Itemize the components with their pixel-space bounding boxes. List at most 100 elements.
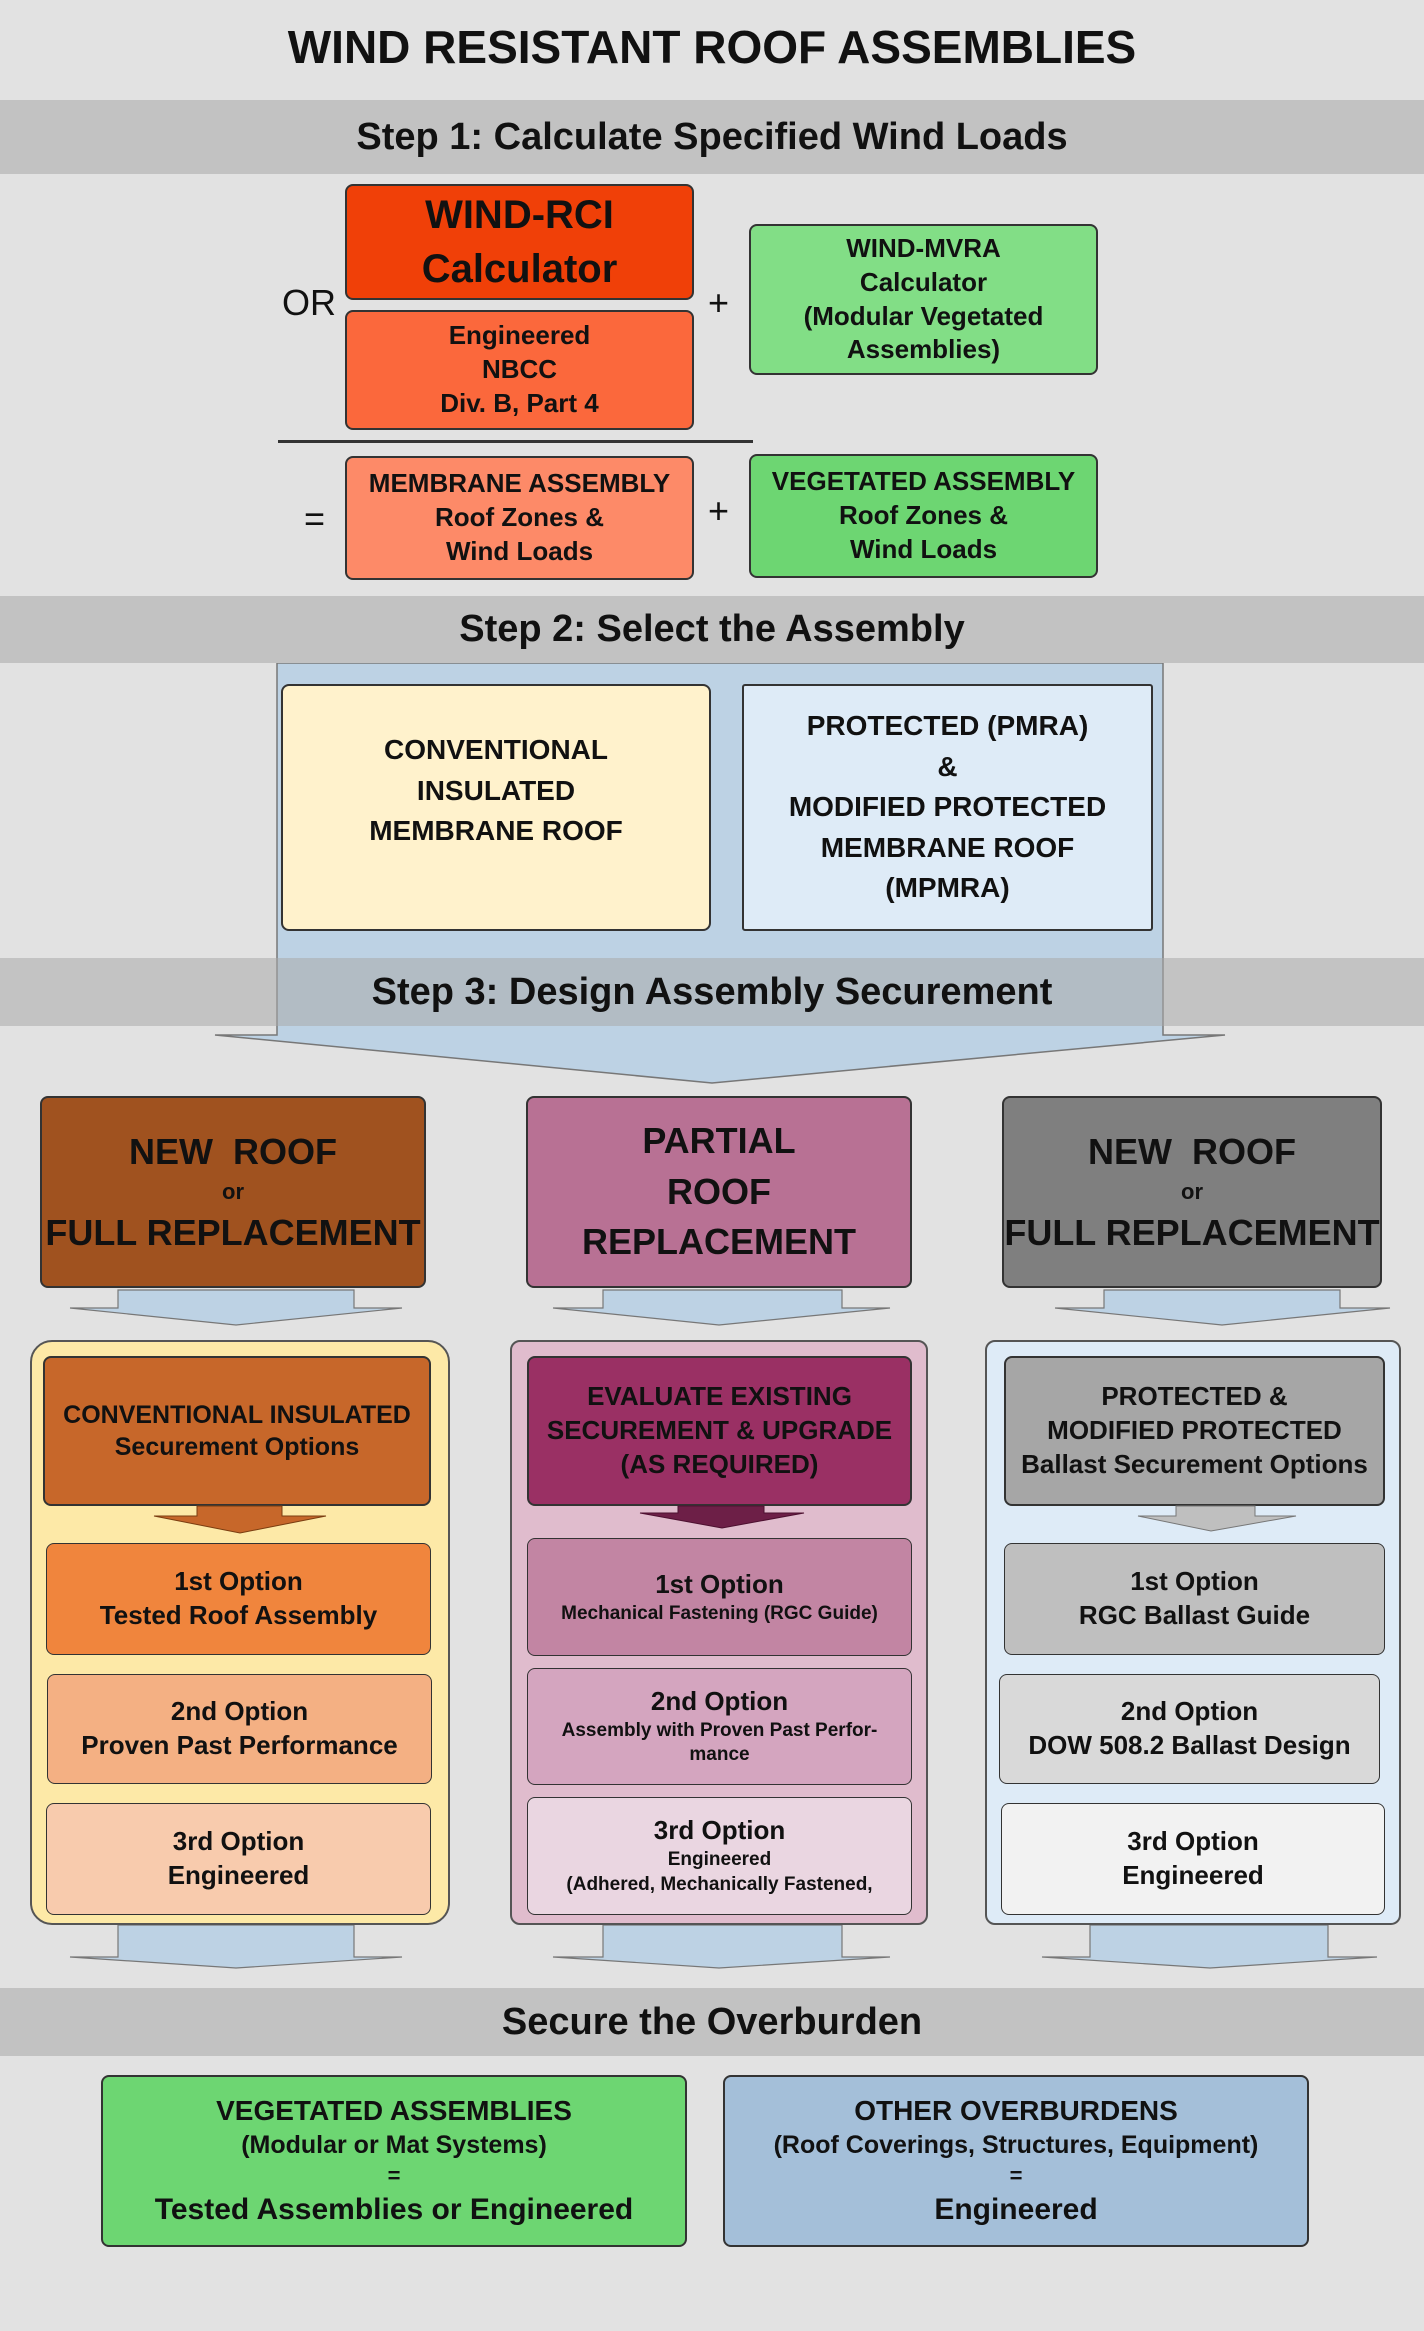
protected-line4: MEMBRANE ROOF xyxy=(820,831,1075,863)
col3-securement-box: PROTECTED & MODIFIED PROTECTED Ballast S… xyxy=(1004,1356,1385,1506)
step2-heading: Step 2: Select the Assembly xyxy=(0,596,1424,663)
col2-option-2-desc-cont: mance xyxy=(689,1744,750,1766)
col2-option-2-title: 2nd Option xyxy=(650,1685,789,1716)
wind-mvra-line3: (Modular Vegetated xyxy=(803,300,1044,331)
col3-option-2-desc: DOW 508.2 Ballast Design xyxy=(1028,1730,1351,1760)
col1-option-3: 3rd Option Engineered xyxy=(46,1803,431,1915)
other-overburdens-line3: = xyxy=(1009,2162,1023,2188)
col1-securement-line1: CONVENTIONAL INSULATED xyxy=(63,1400,411,1429)
col2-option-1-title: 1st Option xyxy=(655,1568,784,1599)
col3-option-2-title: 2nd Option xyxy=(1120,1696,1259,1727)
col2-option-3-title: 3rd Option xyxy=(653,1815,786,1846)
col2-option-3-desc-cont: (Adhered, Mechanically Fastened, xyxy=(566,1873,873,1895)
col2-header-partial-roof: PARTIAL ROOF REPLACEMENT xyxy=(526,1096,912,1288)
wind-mvra-calculator-box: WIND-MVRA Calculator (Modular Vegetated … xyxy=(749,224,1098,375)
col3-option-1-title: 1st Option xyxy=(1130,1566,1259,1597)
col1-option-3-desc: Engineered xyxy=(167,1860,310,1890)
wind-rci-calculator-box: WIND-RCI Calculator xyxy=(345,184,694,300)
engineered-line1: Engineered xyxy=(448,320,591,351)
overburden-heading: Secure the Overburden xyxy=(0,1988,1424,2056)
other-overburdens-line1: OTHER OVERBURDENS xyxy=(854,2094,1178,2126)
membrane-assembly-box: MEMBRANE ASSEMBLY Roof Zones & Wind Load… xyxy=(345,456,694,580)
col2-securement-line1: EVALUATE EXISTING xyxy=(587,1381,852,1412)
col3-option-3: 3rd Option Engineered xyxy=(1001,1803,1385,1915)
col1-header-line3: FULL REPLACEMENT xyxy=(45,1212,421,1254)
wind-rci-line2: Calculator xyxy=(421,247,618,291)
wind-mvra-line1: WIND-MVRA xyxy=(846,232,1001,263)
col1-securement-line2: Securement Options xyxy=(114,1433,360,1461)
page-title: WIND RESISTANT ROOF ASSEMBLIES xyxy=(287,21,1137,73)
col2-securement-box: EVALUATE EXISTING SECUREMENT & UPGRADE (… xyxy=(527,1356,912,1506)
col3-option-2: 2nd Option DOW 508.2 Ballast Design xyxy=(999,1674,1380,1784)
vegetated-assembly-line3: Wind Loads xyxy=(849,533,998,564)
sum-divider-line xyxy=(278,440,753,443)
wind-mvra-line2: Calculator xyxy=(859,266,988,297)
col3-option-3-desc: Engineered xyxy=(1122,1860,1264,1890)
vegetated-assembly-line2: Roof Zones & xyxy=(839,500,1008,531)
col2-securement-line2: SECUREMENT & UPGRADE xyxy=(546,1415,893,1446)
col1-option-2: 2nd Option Proven Past Performance xyxy=(47,1674,432,1784)
col2-header-line2: ROOF xyxy=(667,1170,771,1212)
other-overburdens-line4: Engineered xyxy=(934,2193,1098,2227)
col2-option-3-desc: Engineered xyxy=(667,1849,772,1871)
col1-header-line2: or xyxy=(222,1178,244,1204)
col3-securement-line3: Ballast Securement Options xyxy=(1021,1448,1368,1479)
engineered-nbcc-box: Engineered NBCC Div. B, Part 4 xyxy=(345,310,694,430)
col3-securement-line2: MODIFIED PROTECTED xyxy=(1047,1415,1342,1446)
wind-mvra-line4: Assemblies) xyxy=(846,334,1001,365)
conventional-roof-box: CONVENTIONAL INSULATED MEMBRANE ROOF xyxy=(281,684,711,931)
other-overburdens-box: OTHER OVERBURDENS (Roof Coverings, Struc… xyxy=(723,2075,1309,2247)
col2-option-2: 2nd Option Assembly with Proven Past Per… xyxy=(527,1668,912,1785)
conventional-line2: INSULATED xyxy=(416,774,576,806)
equals-label: = xyxy=(304,498,326,539)
col1-option-2-title: 2nd Option xyxy=(170,1696,309,1727)
col2-header-arrow xyxy=(552,1289,891,1326)
plus-label-top: + xyxy=(708,282,730,323)
col3-option-1: 1st Option RGC Ballast Guide xyxy=(1004,1543,1385,1655)
vegetated-assembly-line1: VEGETATED ASSEMBLY xyxy=(771,466,1076,497)
conventional-line1: CONVENTIONAL xyxy=(384,734,608,765)
step1-heading: Step 1: Calculate Specified Wind Loads xyxy=(0,100,1424,174)
step3-heading: Step 3: Design Assembly Securement xyxy=(0,958,1424,1026)
col3-header-arrow xyxy=(1054,1289,1391,1326)
engineered-line2: NBCC xyxy=(481,354,558,385)
col1-header-arrow xyxy=(69,1289,403,1326)
col1-option-1: 1st Option Tested Roof Assembly xyxy=(46,1543,431,1655)
col3-securement-line1: PROTECTED & xyxy=(1101,1381,1288,1412)
col3-header-new-roof: NEW ROOF or FULL REPLACEMENT xyxy=(1002,1096,1382,1288)
protected-line3: MODIFIED PROTECTED xyxy=(788,791,1107,823)
col2-header-line3: REPLACEMENT xyxy=(581,1221,856,1263)
col3-bottom-arrow xyxy=(1041,1924,1378,1969)
col3-header-line2: or xyxy=(1181,1178,1203,1204)
or-label: OR xyxy=(282,282,336,323)
protected-roof-box: PROTECTED (PMRA) & MODIFIED PROTECTED ME… xyxy=(742,684,1153,931)
membrane-assembly-line3: Wind Loads xyxy=(445,535,594,566)
vegetated-assemblies-line2: (Modular or Mat Systems) xyxy=(241,2131,547,2160)
col2-header-line1: PARTIAL xyxy=(642,1120,796,1162)
conventional-line3: MEMBRANE ROOF xyxy=(369,815,623,847)
plus-label-bottom: + xyxy=(708,490,730,531)
col1-securement-box: CONVENTIONAL INSULATED Securement Option… xyxy=(43,1356,431,1506)
vegetated-assemblies-line3: = xyxy=(387,2162,401,2188)
col2-securement-line3: (AS REQUIRED) xyxy=(620,1448,819,1479)
col3-header-line3: FULL REPLACEMENT xyxy=(1004,1212,1380,1254)
col3-header-line1: NEW ROOF xyxy=(1088,1130,1296,1172)
protected-line1: PROTECTED (PMRA) xyxy=(806,710,1089,742)
col1-header-line1: NEW ROOF xyxy=(129,1130,337,1172)
col3-option-3-title: 3rd Option xyxy=(1127,1826,1259,1857)
col2-option-2-desc: Assembly with Proven Past Perfor- xyxy=(561,1719,878,1741)
col1-header-new-roof: NEW ROOF or FULL REPLACEMENT xyxy=(40,1096,426,1288)
col2-option-1-desc: Mechanical Fastening (RGC Guide) xyxy=(561,1602,878,1624)
vegetated-assemblies-line1: VEGETATED ASSEMBLIES xyxy=(216,2094,572,2126)
vegetated-assemblies-box: VEGETATED ASSEMBLIES (Modular or Mat Sys… xyxy=(101,2075,687,2247)
protected-line5: (MPMRA) xyxy=(885,872,1010,904)
engineered-line3: Div. B, Part 4 xyxy=(440,387,599,418)
other-overburdens-line2: (Roof Coverings, Structures, Equipment) xyxy=(773,2131,1259,2160)
membrane-assembly-line1: MEMBRANE ASSEMBLY xyxy=(368,468,671,499)
col3-option-1-desc: RGC Ballast Guide xyxy=(1078,1600,1311,1630)
membrane-assembly-line2: Roof Zones & xyxy=(435,502,604,533)
col1-option-1-title: 1st Option xyxy=(174,1566,303,1597)
col1-bottom-arrow xyxy=(69,1924,403,1969)
col1-option-2-desc: Proven Past Performance xyxy=(81,1730,398,1760)
col2-bottom-arrow xyxy=(552,1924,891,1969)
